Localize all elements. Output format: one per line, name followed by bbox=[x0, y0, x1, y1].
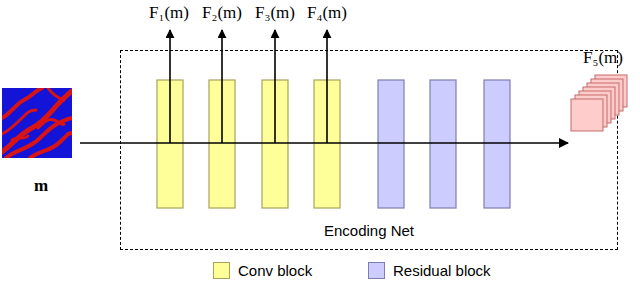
main-flow-arrow bbox=[80, 142, 568, 144]
residual-block bbox=[378, 80, 404, 208]
facies-image bbox=[2, 88, 72, 158]
network-name: Encoding Net bbox=[121, 222, 617, 239]
feature-label: F₂(m) bbox=[202, 3, 242, 23]
residual-block bbox=[430, 80, 456, 208]
feature-arrow bbox=[274, 30, 276, 143]
residual-block bbox=[484, 80, 510, 208]
legend-swatch bbox=[213, 262, 230, 279]
legend-text: Conv block bbox=[238, 262, 312, 279]
encoding-net-box: Encoding Net bbox=[120, 50, 618, 250]
input-image: m bbox=[2, 88, 80, 196]
legend-swatch bbox=[368, 262, 385, 279]
feature-stack: F₅(m) bbox=[568, 48, 638, 136]
feature-arrow bbox=[326, 30, 328, 143]
feature-label: F₃(m) bbox=[255, 3, 295, 23]
legend-entry: Conv block bbox=[213, 262, 312, 279]
conv-blocks bbox=[157, 80, 340, 208]
tensor-name: m bbox=[2, 176, 80, 196]
feature-arrows bbox=[170, 30, 327, 143]
legend-entry: Residual block bbox=[368, 262, 491, 279]
tensor-name: F₅(m) bbox=[568, 48, 638, 68]
legend-text: Residual block bbox=[393, 262, 491, 279]
feature-maps bbox=[568, 74, 630, 136]
feature-arrow bbox=[169, 30, 171, 143]
feature-label: F₄(m) bbox=[307, 3, 347, 23]
residual-blocks bbox=[378, 80, 510, 208]
feature-arrow bbox=[221, 30, 223, 143]
feature-label: F₁(m) bbox=[149, 3, 189, 23]
